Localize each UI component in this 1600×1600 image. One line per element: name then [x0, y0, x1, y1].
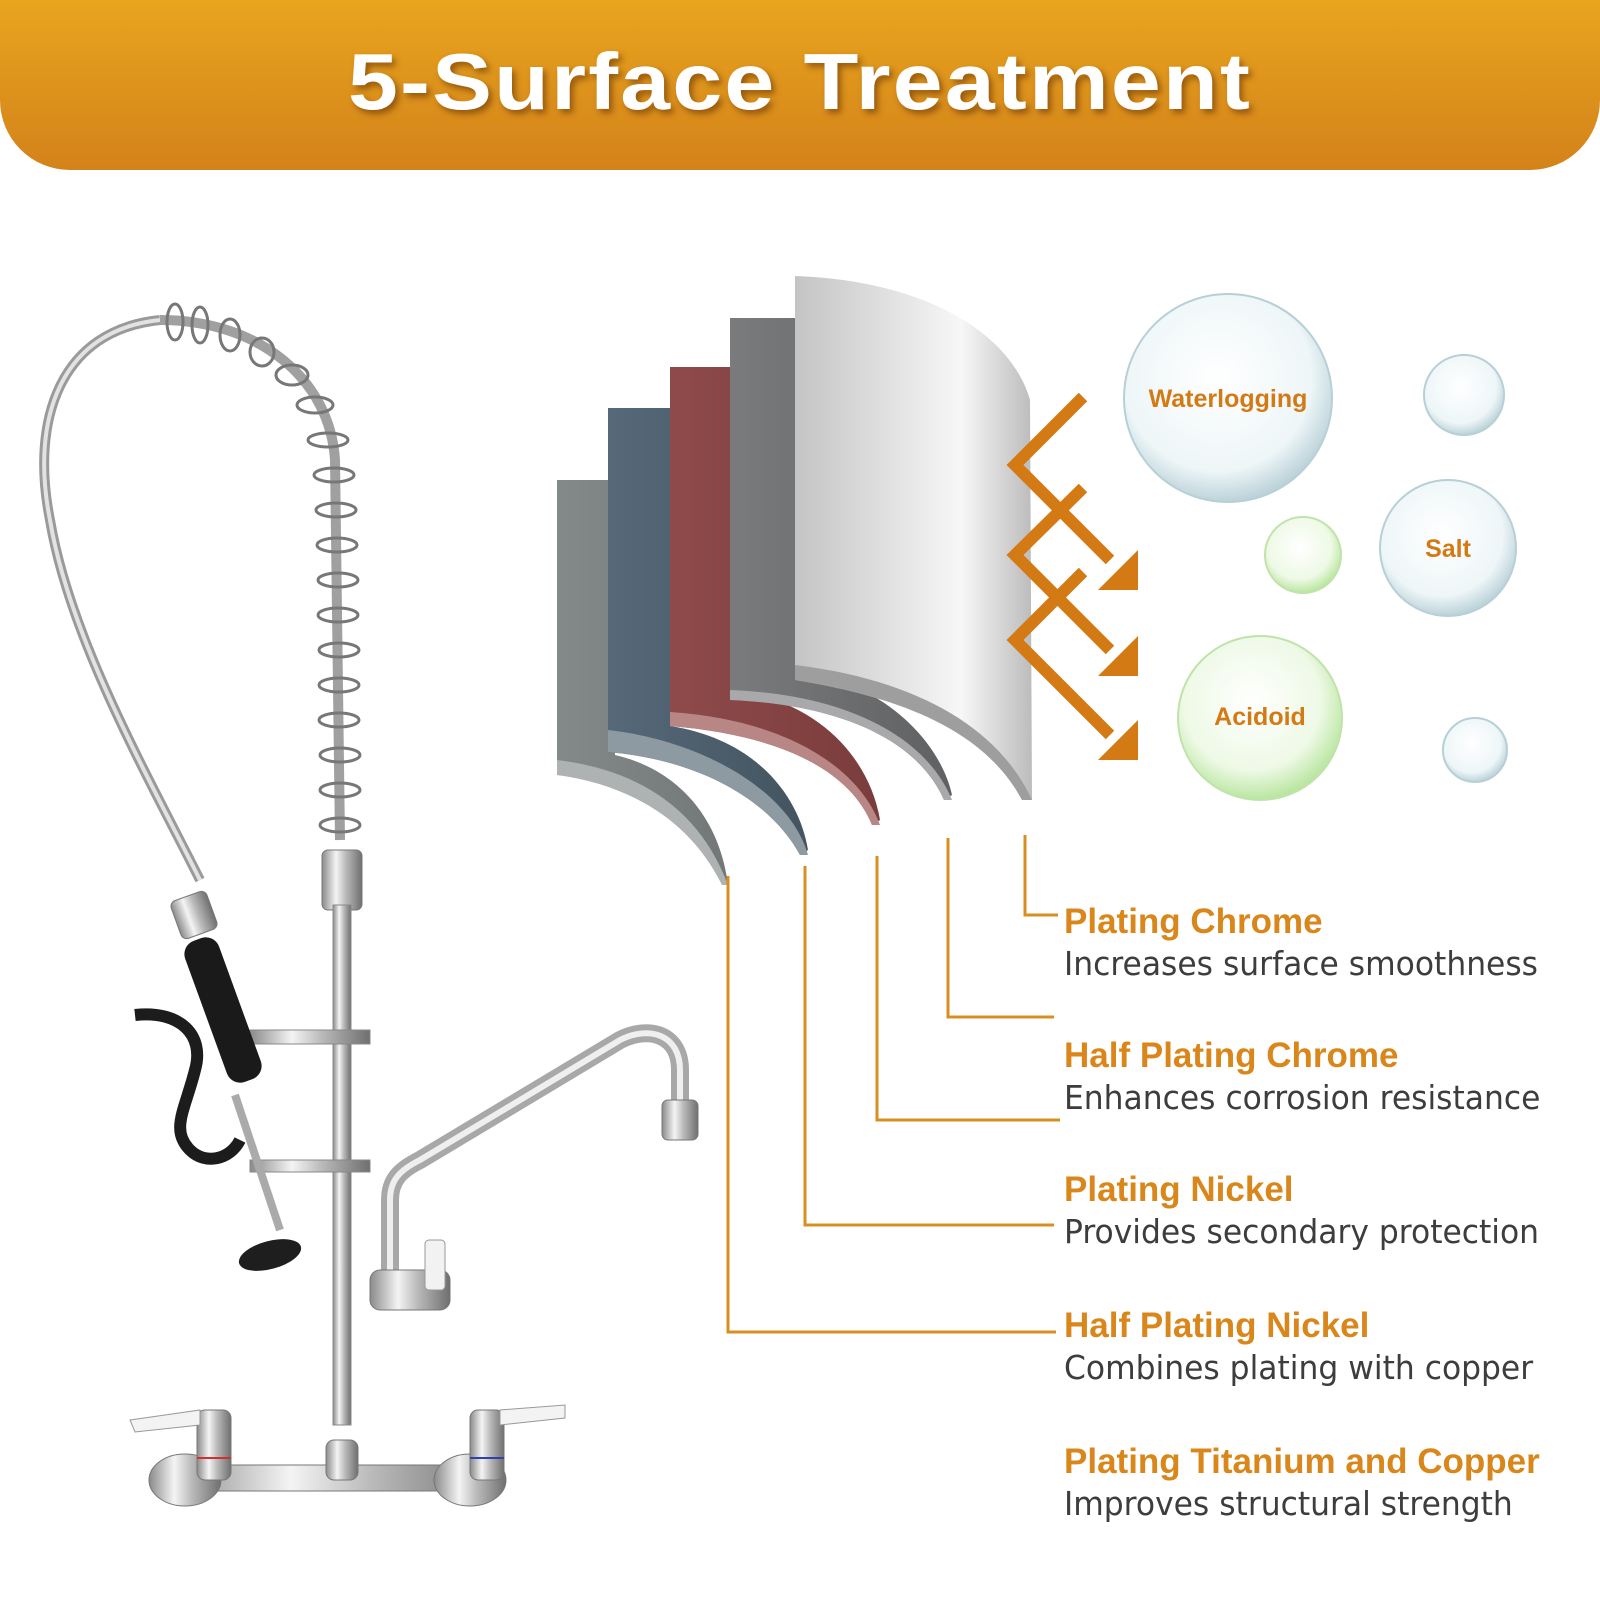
callout-description: Combines plating with copper [1064, 1348, 1534, 1387]
bubble-small [1442, 717, 1508, 783]
callout-title: Plating Nickel [1064, 1170, 1294, 1209]
leader-line-5 [726, 876, 1056, 1334]
sheet-nickel [670, 367, 880, 825]
bubble-label-salt: Salt [1425, 535, 1471, 563]
bubble-label-waterlogging: Waterlogging [1148, 385, 1308, 413]
callout-description: Provides secondary protection [1064, 1212, 1540, 1251]
callout-title: Plating Titanium and Copper [1064, 1442, 1540, 1481]
arrow-head-icon [1098, 636, 1138, 676]
callout-description: Increases surface smoothness [1064, 944, 1539, 983]
page-title: 5-Surface Treatment [347, 37, 1253, 126]
leader-line-1 [1023, 835, 1058, 917]
callout-title: Plating Chrome [1064, 902, 1323, 941]
callout-plating-titanium-copper: Plating Titanium and Copper Improves str… [1064, 1442, 1540, 1526]
callout-title: Half Plating Nickel [1064, 1306, 1370, 1345]
leader-line-2 [946, 838, 1054, 1019]
bubble-waterlogging [1123, 293, 1333, 503]
layer-sheets [557, 276, 1032, 885]
callout-half-plating-nickel: Half Plating Nickel Combines plating wit… [1064, 1306, 1558, 1390]
arrow-heads [1098, 550, 1138, 760]
sheet-titanium-copper [557, 480, 728, 885]
bubble-salt [1379, 479, 1517, 617]
callout-description: Enhances corrosion resistance [1064, 1078, 1541, 1117]
faucet-illustration [39, 302, 699, 1507]
bubble-label-acidoid: Acidoid [1214, 703, 1306, 731]
bubble-small-green [1264, 516, 1342, 594]
sheet-half-chrome [730, 318, 952, 800]
bubbles [1123, 293, 1517, 801]
arrow-head-icon [1098, 550, 1138, 590]
bubble-acidoid [1177, 635, 1343, 801]
callout-plating-nickel: Plating Nickel Provides secondary protec… [1064, 1170, 1564, 1254]
callout-title: Half Plating Chrome [1064, 1036, 1399, 1075]
callout-plating-chrome: Plating Chrome Increases surface smoothn… [1064, 902, 1563, 986]
header-banner: 5-Surface Treatment [0, 0, 1600, 170]
leader-line-3 [875, 856, 1060, 1122]
callout-half-plating-chrome: Half Plating Chrome Enhances corrosion r… [1064, 1036, 1565, 1120]
leader-line-4 [803, 866, 1054, 1227]
callout-description: Improves structural strength [1064, 1484, 1513, 1523]
sheet-chrome [795, 276, 1032, 800]
deflection-arrows [1006, 392, 1115, 740]
leader-lines [726, 835, 1060, 1334]
bubble-small [1423, 354, 1505, 436]
arrow-head-icon [1098, 720, 1138, 760]
